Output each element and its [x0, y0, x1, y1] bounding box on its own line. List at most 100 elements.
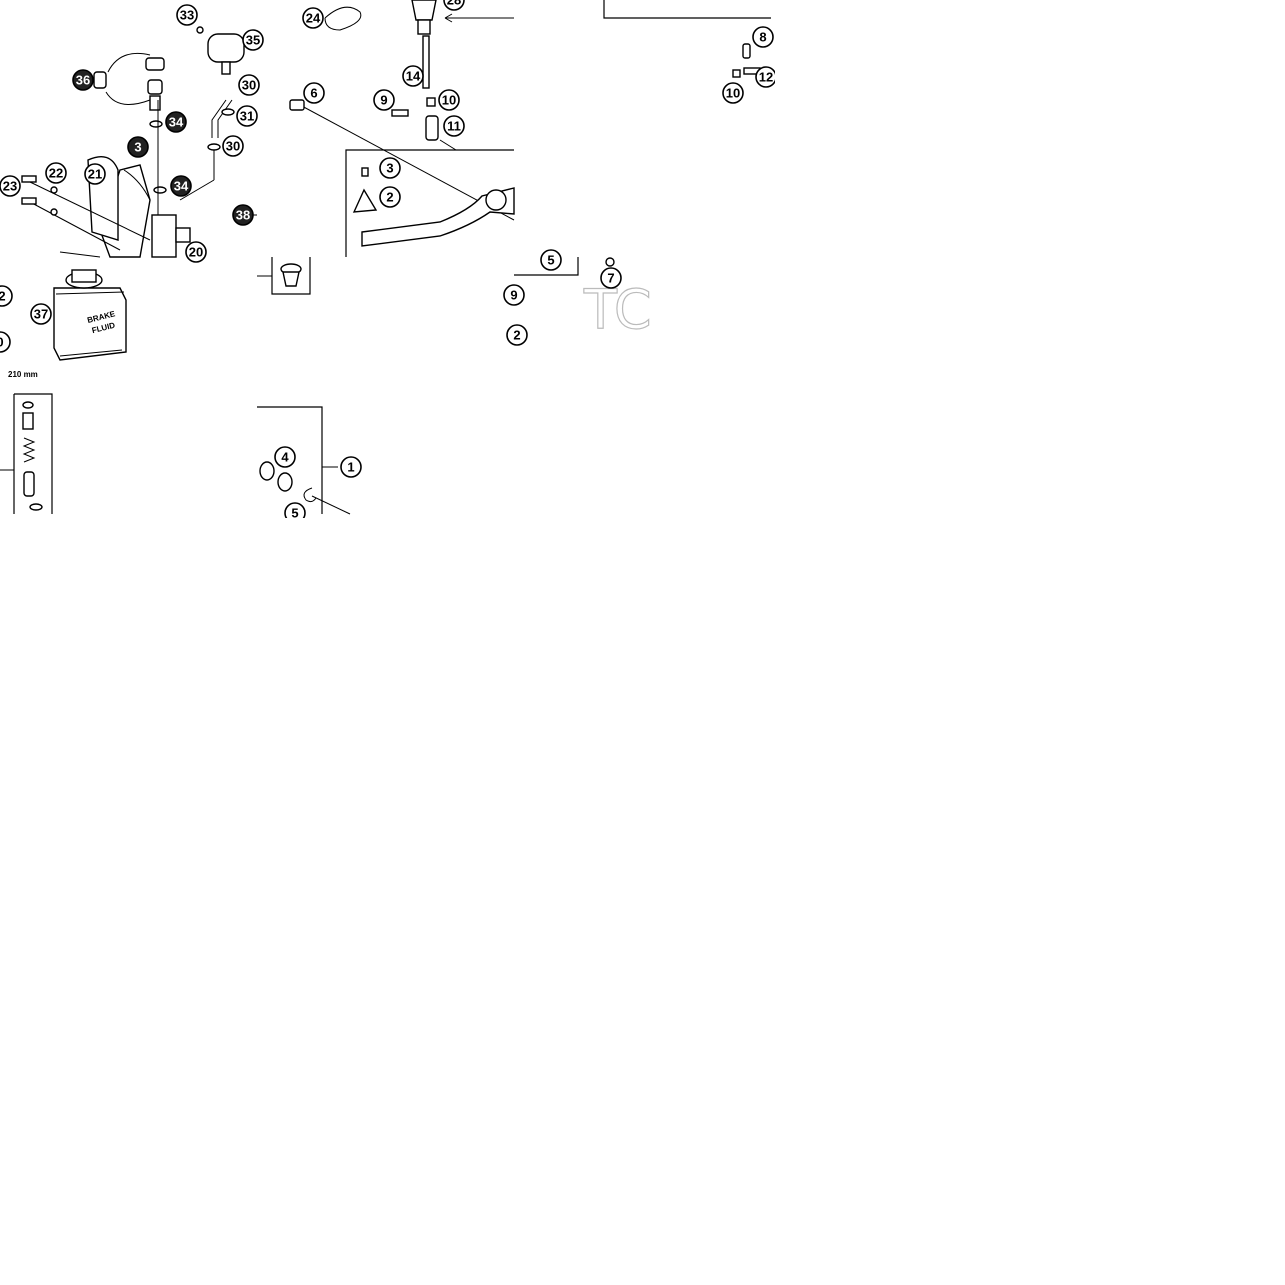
hose-line-2	[179, 179, 215, 201]
callout-number: 38	[236, 208, 250, 223]
callout-circle	[443, 0, 465, 11]
circlip	[303, 487, 317, 503]
callout-8: 8	[752, 26, 774, 48]
callout-number: 4	[281, 450, 289, 465]
callout-5: 5	[540, 249, 562, 271]
callout-number: 30	[226, 139, 240, 154]
callout-circle	[0, 331, 11, 353]
bolt-2	[21, 197, 37, 205]
watermark: TC	[583, 278, 652, 341]
screw-9	[391, 109, 409, 117]
screw-3	[361, 167, 369, 177]
piston-rod	[23, 471, 35, 497]
callout-circle	[84, 163, 106, 185]
callout-circle	[222, 135, 244, 157]
callout-number: 2	[0, 289, 6, 304]
lever-edge	[123, 169, 151, 201]
callout-14: 14	[402, 65, 424, 87]
callout-24: 24	[302, 7, 324, 29]
callout-circle	[302, 7, 324, 29]
callout-circle	[722, 82, 744, 104]
tile-lever-bracket	[289, 0, 515, 257]
seal-a	[259, 461, 275, 481]
callout-number: 1	[347, 460, 354, 475]
callout-number: 3	[386, 161, 393, 176]
tile-brake-fluid: BRAKE FLUID 210 mm	[0, 269, 127, 514]
callout-0: 0	[0, 331, 11, 353]
lever-line	[59, 251, 101, 258]
callout-circle	[752, 26, 774, 48]
callout-circle	[303, 82, 325, 104]
callout-28: 28	[443, 0, 465, 11]
frame-d	[13, 393, 53, 514]
callout-circle	[506, 324, 528, 346]
callout-circle	[232, 204, 254, 226]
callout-number: 24	[306, 11, 321, 26]
callout-9: 9	[373, 89, 395, 111]
callout-number: 2	[513, 328, 520, 343]
callout-number: 23	[3, 179, 17, 194]
cap-part	[280, 263, 302, 287]
callout-number: 0	[0, 335, 4, 350]
callout-2: 2	[506, 324, 528, 346]
plug	[93, 71, 107, 89]
callout-number: 22	[49, 166, 63, 181]
callout-23: 23	[0, 175, 21, 197]
callout-12: 12	[755, 66, 777, 88]
callout-number: 8	[759, 30, 766, 45]
callout-7: 7	[600, 267, 622, 289]
callout-number: 11	[447, 119, 461, 134]
tile-seals	[259, 461, 351, 515]
washer-2	[50, 208, 58, 216]
callout-number: 3	[134, 140, 141, 155]
callout-circle	[438, 89, 460, 111]
reservoir	[207, 33, 245, 75]
callout-circle	[165, 111, 187, 133]
callout-circle	[402, 65, 424, 87]
callout-6: 6	[303, 82, 325, 104]
callout-9: 9	[503, 284, 525, 306]
callout-circle	[238, 74, 260, 96]
callout-circle	[0, 175, 21, 197]
callout-number: 5	[291, 506, 298, 521]
callout-33: 33	[176, 4, 198, 26]
callout-2: 2	[0, 285, 13, 307]
hose-clamp-bottom	[207, 143, 221, 151]
spring	[22, 437, 36, 463]
callout-10: 10	[438, 89, 460, 111]
callout-number: 28	[447, 0, 461, 8]
frame-misc	[514, 257, 579, 276]
seal-ring	[149, 120, 163, 128]
callout-circle	[176, 4, 198, 26]
callout-37: 37	[30, 303, 52, 325]
callout-circle	[185, 241, 207, 263]
seal-ring-lower	[153, 186, 167, 194]
brake-fluid-can: BRAKE FLUID	[53, 269, 127, 361]
callout-3: 3	[379, 157, 401, 179]
callout-22: 22	[45, 162, 67, 184]
callout-34: 34	[170, 175, 192, 197]
filler-cap	[145, 57, 165, 111]
callout-number: 5	[547, 253, 554, 268]
callout-21: 21	[84, 163, 106, 185]
hose-length-label: 210 mm	[8, 370, 38, 379]
callout-number: 34	[169, 115, 184, 130]
callout-number: 34	[174, 179, 189, 194]
callout-circle	[503, 284, 525, 306]
bolt-line-1	[29, 181, 151, 241]
callout-number: 21	[88, 167, 102, 182]
callout-number: 14	[406, 69, 421, 84]
piston-cup	[29, 503, 43, 511]
strap	[324, 6, 362, 31]
callout-number: 9	[510, 288, 517, 303]
callout-circle	[340, 456, 362, 478]
callout-circle	[170, 175, 192, 197]
callout-number: 30	[242, 78, 256, 93]
callout-number: 35	[246, 33, 260, 48]
tile-misc: TC	[514, 257, 652, 342]
piston-seal	[22, 401, 34, 409]
callout-36: 36	[72, 69, 94, 91]
hose	[211, 99, 233, 138]
callout-number: 20	[189, 245, 203, 260]
